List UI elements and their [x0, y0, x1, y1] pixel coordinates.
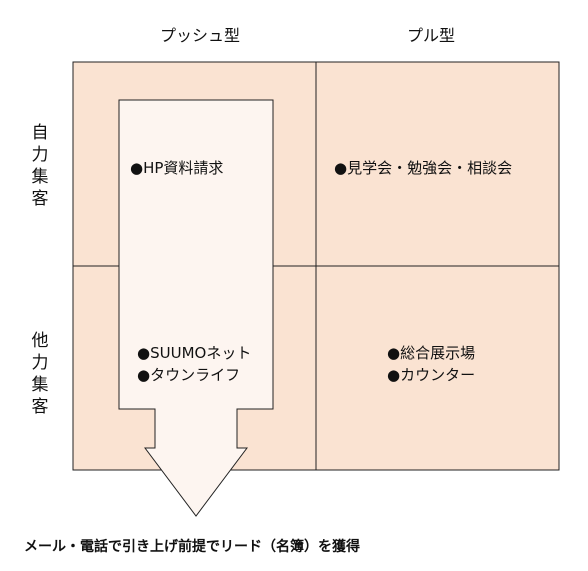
column-header-push: プッシュ型	[160, 26, 241, 45]
row-label-self: 自力集客	[31, 123, 49, 209]
cell-pull-other-items: ●総合展示場 ●カウンター	[387, 342, 475, 386]
list-item: ●SUUMOネット	[137, 344, 252, 362]
footer-caption: メール・電話で引き上げ前提でリード（名簿）を獲得	[24, 539, 360, 555]
matrix-cell-pull-self	[315, 61, 560, 267]
cell-push-self-items: ●HP資料請求	[130, 157, 223, 179]
column-header-pull: プル型	[407, 26, 456, 45]
push-arrow-shape	[118, 99, 274, 517]
cell-push-other-items: ●SUUMOネット ●タウンライフ	[137, 342, 251, 386]
list-item: ●カウンター	[387, 366, 476, 384]
list-item: ●見学会・勉強会・相談会	[334, 159, 513, 177]
cell-pull-self-items: ●見学会・勉強会・相談会	[334, 157, 512, 179]
list-item: ●HP資料請求	[130, 159, 224, 177]
row-label-other: 他力集客	[31, 331, 49, 417]
list-item: ●タウンライフ	[137, 366, 241, 384]
list-item: ●総合展示場	[387, 344, 476, 362]
matrix-cell-pull-other	[315, 265, 560, 471]
